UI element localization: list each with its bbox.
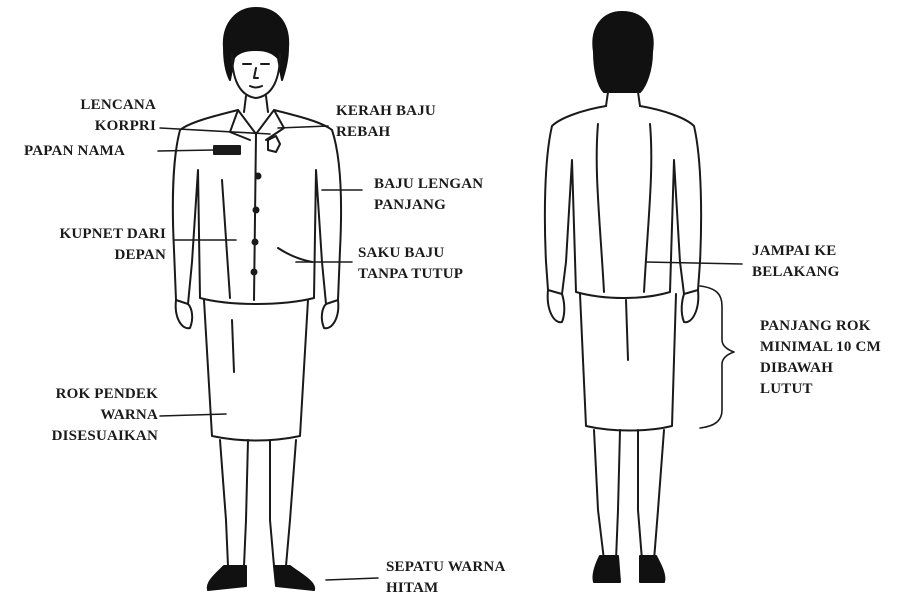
front-mouth — [250, 86, 262, 88]
label-sepatu: SEPATU WARNA HITAM — [386, 557, 506, 599]
label-papan-nama: PAPAN NAMA — [24, 141, 125, 162]
front-dart — [222, 180, 230, 298]
front-name-plate — [214, 146, 240, 154]
back-legs — [594, 430, 664, 560]
front-face — [232, 54, 280, 98]
back-hand-right — [682, 290, 699, 322]
front-shoe-right — [274, 566, 314, 590]
front-nose — [254, 68, 258, 78]
leader-sepatu — [326, 578, 378, 580]
back-jacket — [545, 106, 701, 298]
front-pocket — [278, 248, 312, 262]
label-baju-lengan: BAJU LENGAN PANJANG — [374, 174, 483, 216]
front-hand-left — [176, 300, 192, 328]
label-kupnet: KUPNET DARI DEPAN — [6, 224, 166, 266]
leader-jampai — [646, 262, 742, 264]
back-skirt — [580, 294, 676, 431]
back-shoe-left — [593, 556, 620, 582]
leader-papan-nama — [158, 150, 214, 151]
leader-kerah-baju — [278, 126, 328, 128]
label-rok-pendek: ROK PENDEK WARNA DISESUAIKAN — [6, 384, 158, 447]
label-lencana-korpri: LENCANA KORPRI — [40, 95, 156, 137]
front-skirt — [204, 300, 308, 441]
front-legs — [220, 440, 296, 566]
front-hand-right — [322, 300, 338, 328]
label-panjang-rok: PANJANG ROK MINIMAL 10 CM DIBAWAH LUTUT — [760, 316, 881, 400]
label-kerah-baju: KERAH BAJU REBAH — [336, 101, 436, 143]
front-shoe-left — [208, 566, 246, 590]
back-neck — [606, 92, 640, 106]
back-seam-right — [644, 124, 651, 292]
back-skirt-length-bracket — [700, 286, 734, 428]
back-hair — [593, 12, 652, 92]
leader-rok-pendek — [160, 414, 226, 416]
back-figure — [545, 12, 701, 582]
back-seam-left — [597, 124, 604, 292]
back-hand-left — [548, 290, 565, 322]
back-shoe-right — [640, 556, 664, 582]
front-korpri-badge — [268, 136, 280, 152]
front-figure — [173, 8, 341, 590]
label-saku-baju: SAKU BAJU TANPA TUTUP — [358, 243, 463, 285]
